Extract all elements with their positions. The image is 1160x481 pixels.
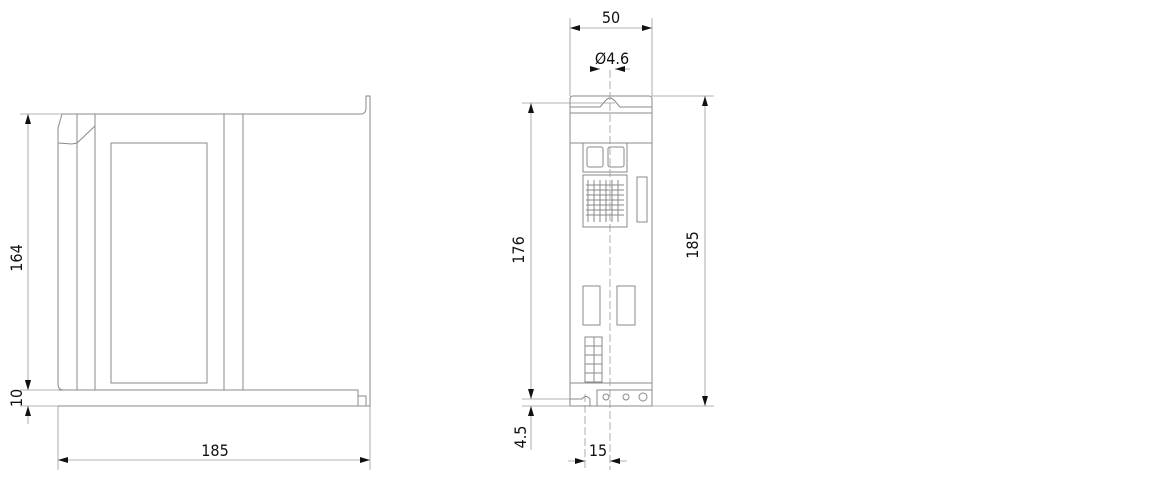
- label-strip: [636, 176, 648, 223]
- total-height-185-label: 185: [683, 231, 702, 258]
- hole-diameter-label: Ø4.6: [595, 49, 629, 68]
- mount-height-176-label: 176: [509, 236, 528, 263]
- display-window: [110, 142, 208, 384]
- ethernet-ports: [582, 142, 628, 173]
- connector-left: [582, 285, 601, 326]
- front-view: 50 Ø4.6 176 185 4.5 15: [509, 8, 714, 470]
- terminal-contacts: [586, 180, 624, 222]
- base-10-label: 10: [7, 389, 26, 407]
- terminal-block: [582, 174, 628, 228]
- offset-4-5-label: 4.5: [511, 426, 530, 449]
- connector-right: [616, 285, 636, 326]
- width-50-label: 50: [602, 8, 620, 27]
- side-view: 164 10 185: [7, 95, 371, 470]
- height-164-label: 164: [7, 244, 26, 271]
- depth-185-label: 185: [201, 441, 228, 460]
- slot-offset-15-label: 15: [589, 441, 607, 460]
